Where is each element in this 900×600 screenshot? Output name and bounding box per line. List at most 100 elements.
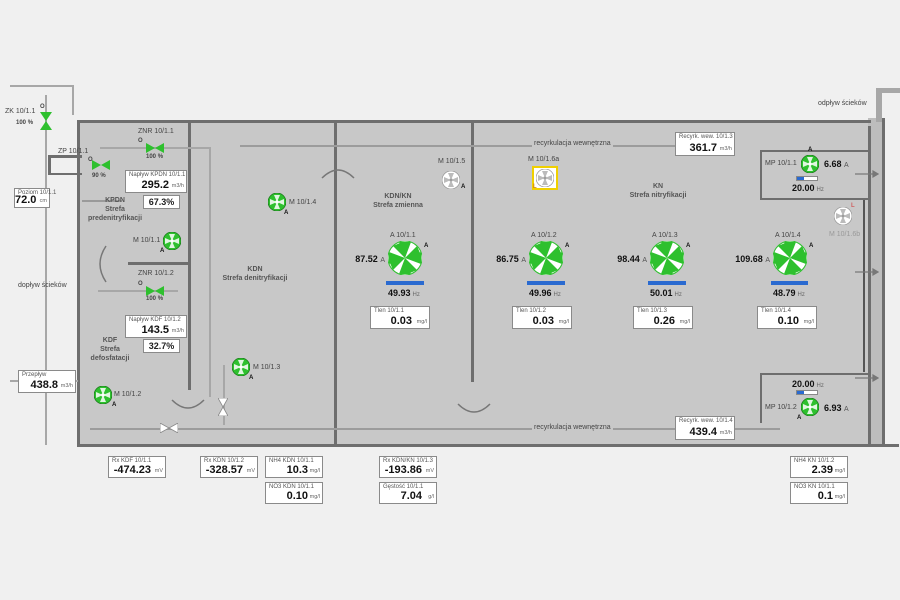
rx-kdn-value: -328.57 (205, 464, 243, 476)
pump-mp2-label: MP 10/1.2 (765, 404, 797, 411)
rx-kdf-label: Rx KDF 10/1.1 (112, 458, 152, 464)
pump-mp1-bar-track (796, 176, 818, 181)
oxygen-value: 0.10 (777, 315, 799, 327)
znr1-unit: % (157, 154, 164, 160)
mixer-m1012-label: M 10/1.2 (114, 391, 142, 398)
aerator-power-unit: A (642, 257, 647, 264)
gestosc-unit: g/l (428, 494, 434, 500)
aerator-label: A 10/1.2 (531, 232, 557, 239)
mixer-m1016a-mode: L (533, 184, 537, 190)
recyrk1-box: Recyrk. wew. 10/1.3 361.7 m3/h (675, 132, 735, 156)
mixer-m1014-label: M 10/1.4 (289, 199, 317, 206)
znr2-value: 100 (146, 296, 157, 302)
aerator-label: A 10/1.1 (390, 232, 416, 239)
aerator-power-value: 98.44 (617, 254, 640, 264)
znr1-value: 100 (146, 154, 157, 160)
mixer-m1016b-label: M 10/1.6b (829, 231, 861, 238)
aerator-hz: 50.01 (650, 288, 673, 298)
aerator-hz-unit: Hz (674, 292, 682, 298)
rx-kdnkn-value: -193.86 (384, 464, 422, 476)
recirc-top-label: recyrkulacja wewnętrzna (532, 140, 613, 147)
aerator-icon (650, 241, 684, 275)
mixer-m1012-icon (94, 386, 112, 404)
rx-kdn-box: Rx KDN 10/1.2 -328.57 mV (200, 456, 258, 478)
rx-kdnkn-box: Rx KDN/KN 10/1.3 -193.86 mV (379, 456, 437, 478)
poziom-value: 72.0 (15, 194, 37, 206)
mixer-m1013-icon (232, 358, 250, 376)
pump-mp2-icon (801, 398, 819, 416)
przeplyw-unit: m3/h (60, 383, 73, 389)
pump-mp1-bar-fill (797, 177, 804, 180)
aerator-power: 87.52 A (355, 254, 385, 264)
zk-open-flag: O (40, 104, 45, 110)
mixer-m1015-icon (442, 171, 460, 189)
nh4-kdn-value: 10.3 (286, 464, 308, 476)
naplyw-kpdn-value: 295.2 (141, 179, 169, 191)
aerator-frequency-bar (771, 281, 808, 285)
znr1-label: ZNR 10/1.1 (138, 128, 174, 135)
pump-mp2-hz: 20.00 (792, 379, 815, 389)
aerator-icon (529, 241, 563, 275)
pump-mp2-mode: A (797, 415, 802, 421)
rx-kdf-unit: mV (154, 468, 163, 474)
zk-value: 100 (16, 120, 27, 126)
recyrk2-box: Recyrk. wew. 10/1.4 439.4 m3/h (675, 416, 735, 440)
aerator-frequency-bar (386, 281, 424, 285)
zone-kdn: KDN Strefa denitryfikacji (222, 266, 288, 282)
no3-kdn-unit: mg/l (309, 494, 320, 500)
nh4-kn-unit: mg/l (834, 468, 845, 474)
aerator-mode: A (565, 243, 570, 249)
recyrk1-label: Recyrk. wew. 10/1.3 (679, 134, 733, 140)
aerator-mode: A (809, 243, 814, 249)
zk-unit: % (27, 120, 34, 126)
mixer-m1014-mode: A (284, 210, 289, 216)
aerator-frequency-bar (527, 281, 565, 285)
mixer-m1016a-icon (536, 169, 554, 187)
poziom-unit: cm (39, 198, 47, 204)
rx-kdn-label: Rx KDN 10/1.2 (204, 458, 245, 464)
pump-mp1-mode: A (808, 147, 813, 153)
nh4-kdn-label: NH4 KDN 10/1.1 (269, 458, 314, 464)
zp-unit: % (100, 173, 106, 179)
mixer-m1015-mode: A (461, 184, 466, 190)
przeplyw-value: 438.8 (30, 379, 58, 391)
znr2-label: ZNR 10/1.2 (138, 270, 174, 277)
aerator-power-value: 109.68 (735, 254, 763, 264)
aerator-power-value: 86.75 (496, 254, 519, 264)
pump-mp2-bar-fill (797, 391, 804, 394)
valve-recirc-bottom-icon[interactable] (160, 423, 178, 433)
aerator-mode: A (686, 243, 691, 249)
no3-kdn-box: NO3 KDN 10/1.1 0.10 mg/l (265, 482, 323, 504)
aerator-power: 86.75 A (496, 254, 526, 264)
rx-kdnkn-label: Rx KDN/KN 10/1.3 (383, 458, 434, 464)
naplyw-kpdn-pct: 67.3% (143, 195, 180, 209)
naplyw-kdf-value: 143.5 (141, 324, 169, 336)
nh4-kdn-unit: mg/l (309, 468, 320, 474)
no3-kn-label: NO3 KN 10/1.1 (794, 484, 835, 490)
aerator-icon (773, 241, 807, 275)
naplyw-kpdn-label: Napływ KPDN 10/1.1 (129, 172, 186, 178)
pump-mp2-current: 6.93 (824, 403, 842, 413)
rx-kdf-box: Rx KDF 10/1.1 -474.23 mV (108, 456, 166, 478)
naplyw-kdf-box: Napływ KDF 10/1.2 143.5 m3/h (125, 315, 187, 338)
pump-mp1-label: MP 10/1.1 (765, 160, 797, 167)
inflow-label: dopływ ścieków (18, 282, 67, 289)
naplyw-kdf-label: Napływ KDF 10/1.2 (129, 317, 181, 323)
mixer-m1016b-mode: L (851, 203, 855, 209)
mixer-m1012-mode: A (112, 402, 117, 408)
aerator-label: A 10/1.3 (652, 232, 678, 239)
pump-mp2-current-unit: A (844, 406, 849, 413)
aerator-hz: 49.93 (388, 288, 411, 298)
nh4-kdn-box: NH4 KDN 10/1.1 10.3 mg/l (265, 456, 323, 478)
mixer-m1015-label: M 10/1.5 (438, 158, 466, 165)
aerator-frequency-bar (648, 281, 686, 285)
aerator-icon (388, 241, 422, 275)
valve-kdf-icon[interactable] (218, 398, 228, 416)
aerator-hz-unit: Hz (412, 292, 420, 298)
znr1-open-flag: O (138, 138, 143, 144)
pump-mp1-hz: 20.00 (792, 183, 815, 193)
